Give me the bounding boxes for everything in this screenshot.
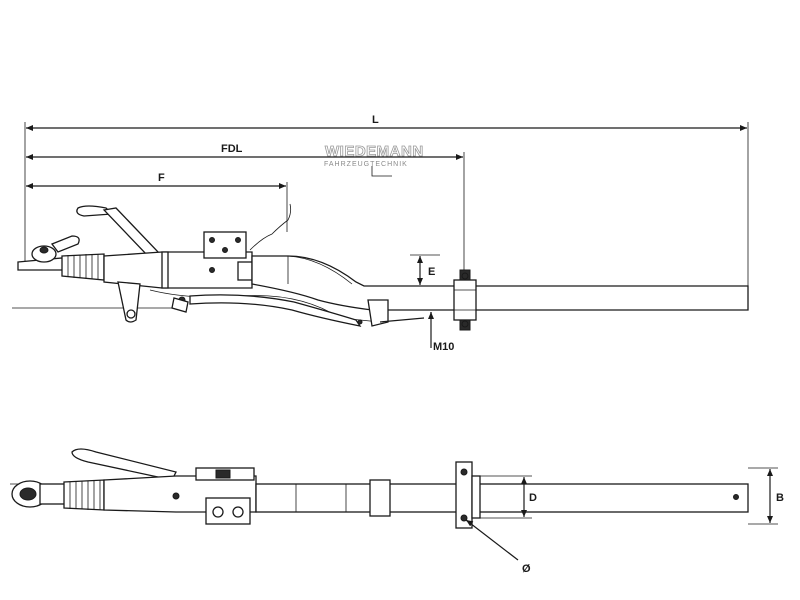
overrun-housing xyxy=(103,231,253,289)
dimension-label-d: D xyxy=(529,492,537,504)
coupling-head-top xyxy=(11,480,67,508)
logo-underline xyxy=(371,166,392,177)
leader-diameter xyxy=(465,519,519,561)
breakaway-cable xyxy=(249,203,292,251)
leader-diameter-arrow xyxy=(465,519,474,527)
handbrake-lever-top xyxy=(71,448,177,481)
dimension-label-diameter: Ø xyxy=(522,563,531,575)
side-view: L FDL F xyxy=(12,114,749,353)
hanger-bracket xyxy=(367,299,389,327)
bellows-top xyxy=(63,479,105,511)
tube-end-hole xyxy=(733,494,739,500)
dimension-label-b: B xyxy=(776,492,784,504)
dimension-label-m10: M10 xyxy=(433,341,454,353)
mounting-clamp-top xyxy=(455,461,481,529)
lower-stay xyxy=(189,294,362,327)
coupling-head xyxy=(17,235,80,271)
dimension-label-fdl: FDL xyxy=(221,143,243,155)
support-bracket xyxy=(117,281,141,323)
rod-nut xyxy=(357,319,363,325)
top-view: D B Ø xyxy=(10,448,784,575)
handbrake-lever xyxy=(76,205,162,257)
drawbar-tube-top xyxy=(255,479,749,517)
bellows-gaiter xyxy=(61,253,105,281)
mounting-clamp-side xyxy=(453,269,477,331)
dimension-label-f: F xyxy=(158,172,165,184)
drawbar-tube-cranked xyxy=(251,255,749,311)
threaded-rod xyxy=(379,317,425,323)
wiedemann-logo: WIEDEMANN FAHRZEUGTECHNIK xyxy=(324,143,424,177)
cable-clamp xyxy=(171,297,189,313)
logo-tagline-text: FAHRZEUGTECHNIK xyxy=(324,161,408,168)
overrun-housing-top xyxy=(103,467,257,525)
dimension-label-e: E xyxy=(428,266,435,278)
dimension-label-l: L xyxy=(372,114,379,126)
